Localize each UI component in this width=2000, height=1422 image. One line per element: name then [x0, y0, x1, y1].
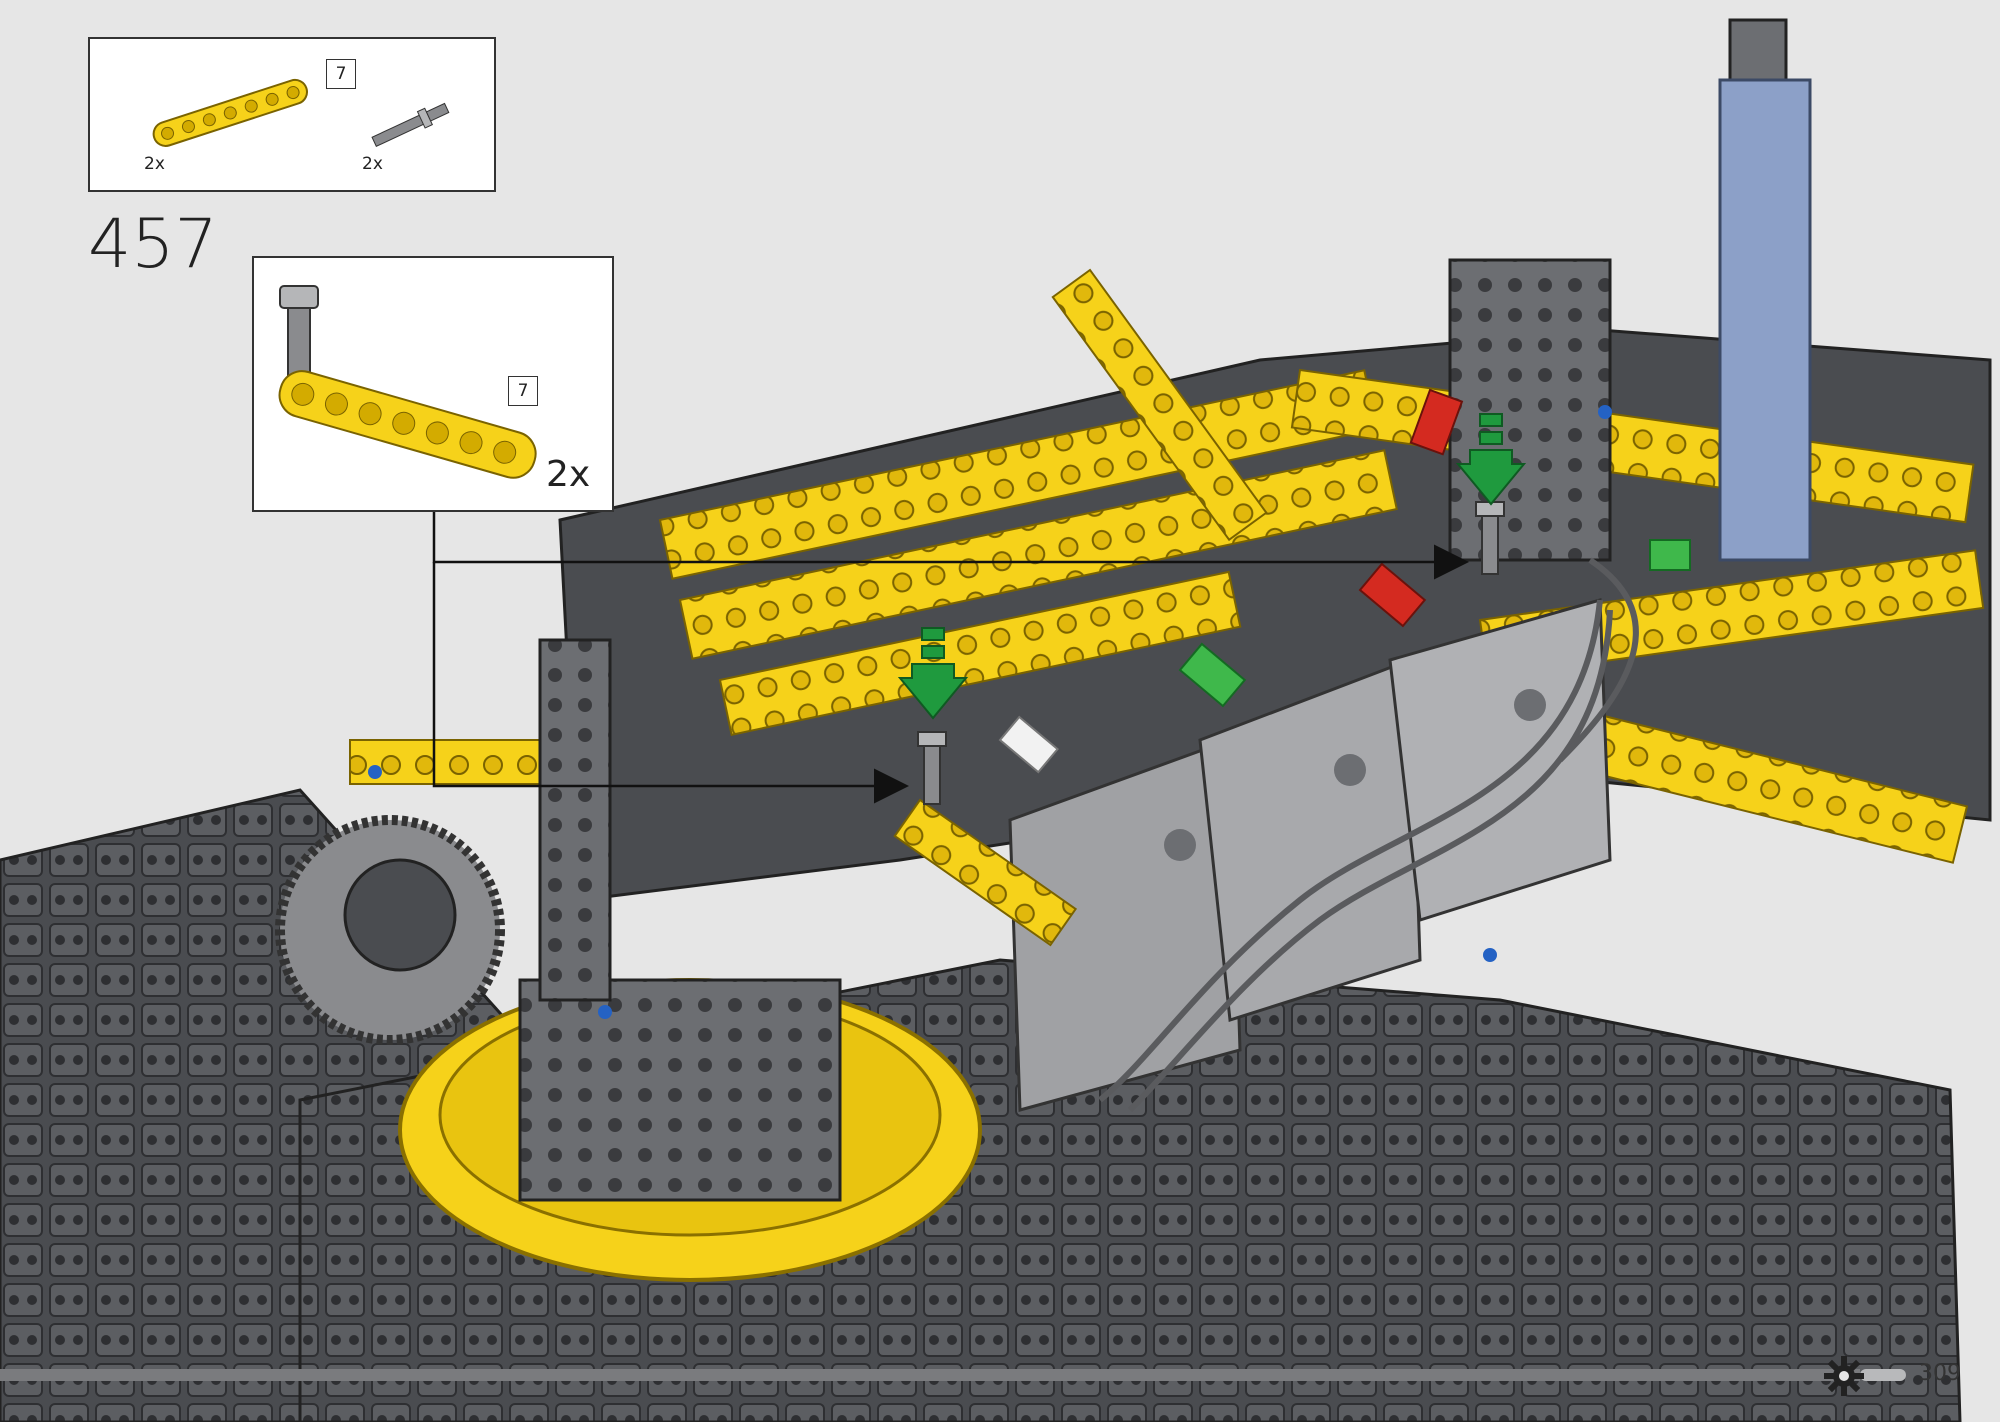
beam-length-label: 7 — [326, 59, 356, 89]
cables — [1098, 557, 1639, 1113]
yellow-beam-part-icon — [152, 78, 308, 147]
vertical-actuator — [1718, 18, 1812, 562]
grey-frames — [275, 258, 1612, 1202]
axle-pin-quantity: 2x — [362, 154, 383, 174]
subassembly-callout: 7 2x — [252, 256, 614, 512]
added-beam — [893, 501, 1505, 947]
callout-quantity: 2x — [546, 454, 591, 495]
callout-pointer — [432, 510, 1469, 804]
footer-bar — [0, 1369, 1906, 1381]
callout-beam-length-label: 7 — [508, 376, 538, 406]
axle-pin-part-icon — [371, 102, 450, 148]
accent-parts — [368, 388, 1691, 1019]
parts-list-box: 7 2x 2x — [88, 37, 496, 192]
page-number: 309 — [1919, 1361, 1961, 1386]
insert-arrow-right — [1455, 413, 1527, 506]
motors — [1008, 598, 1612, 1112]
step-number: 457 — [88, 205, 218, 284]
insert-arrow-left — [897, 627, 969, 720]
gear-icon — [1824, 1356, 1864, 1396]
upper-frame — [349, 268, 1992, 902]
callout-assembly-icon — [278, 285, 537, 479]
beam-quantity: 2x — [144, 154, 165, 174]
